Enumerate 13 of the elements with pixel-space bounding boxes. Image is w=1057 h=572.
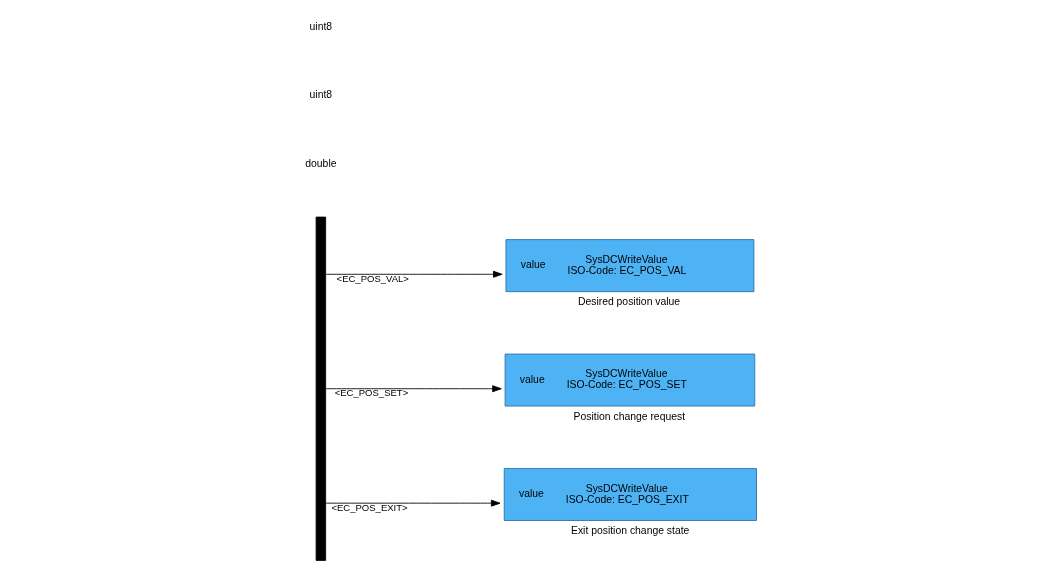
label: double [305, 157, 337, 169]
node-label: Position change request [573, 410, 686, 422]
arrow [325, 499, 501, 507]
edge-label: <EC_POS_EXIT> [331, 501, 408, 513]
node-label: Exit position change state [570, 525, 690, 537]
node-label: Desired position value [577, 296, 681, 308]
arrow [325, 270, 503, 278]
edge-label: <EC_POS_SET> [334, 387, 409, 399]
arrow [325, 385, 502, 393]
node-bar [315, 216, 327, 561]
label: uint8 [309, 89, 333, 101]
label: uint8 [309, 20, 333, 32]
edge-label: <EC_POS_VAL> [336, 272, 409, 284]
